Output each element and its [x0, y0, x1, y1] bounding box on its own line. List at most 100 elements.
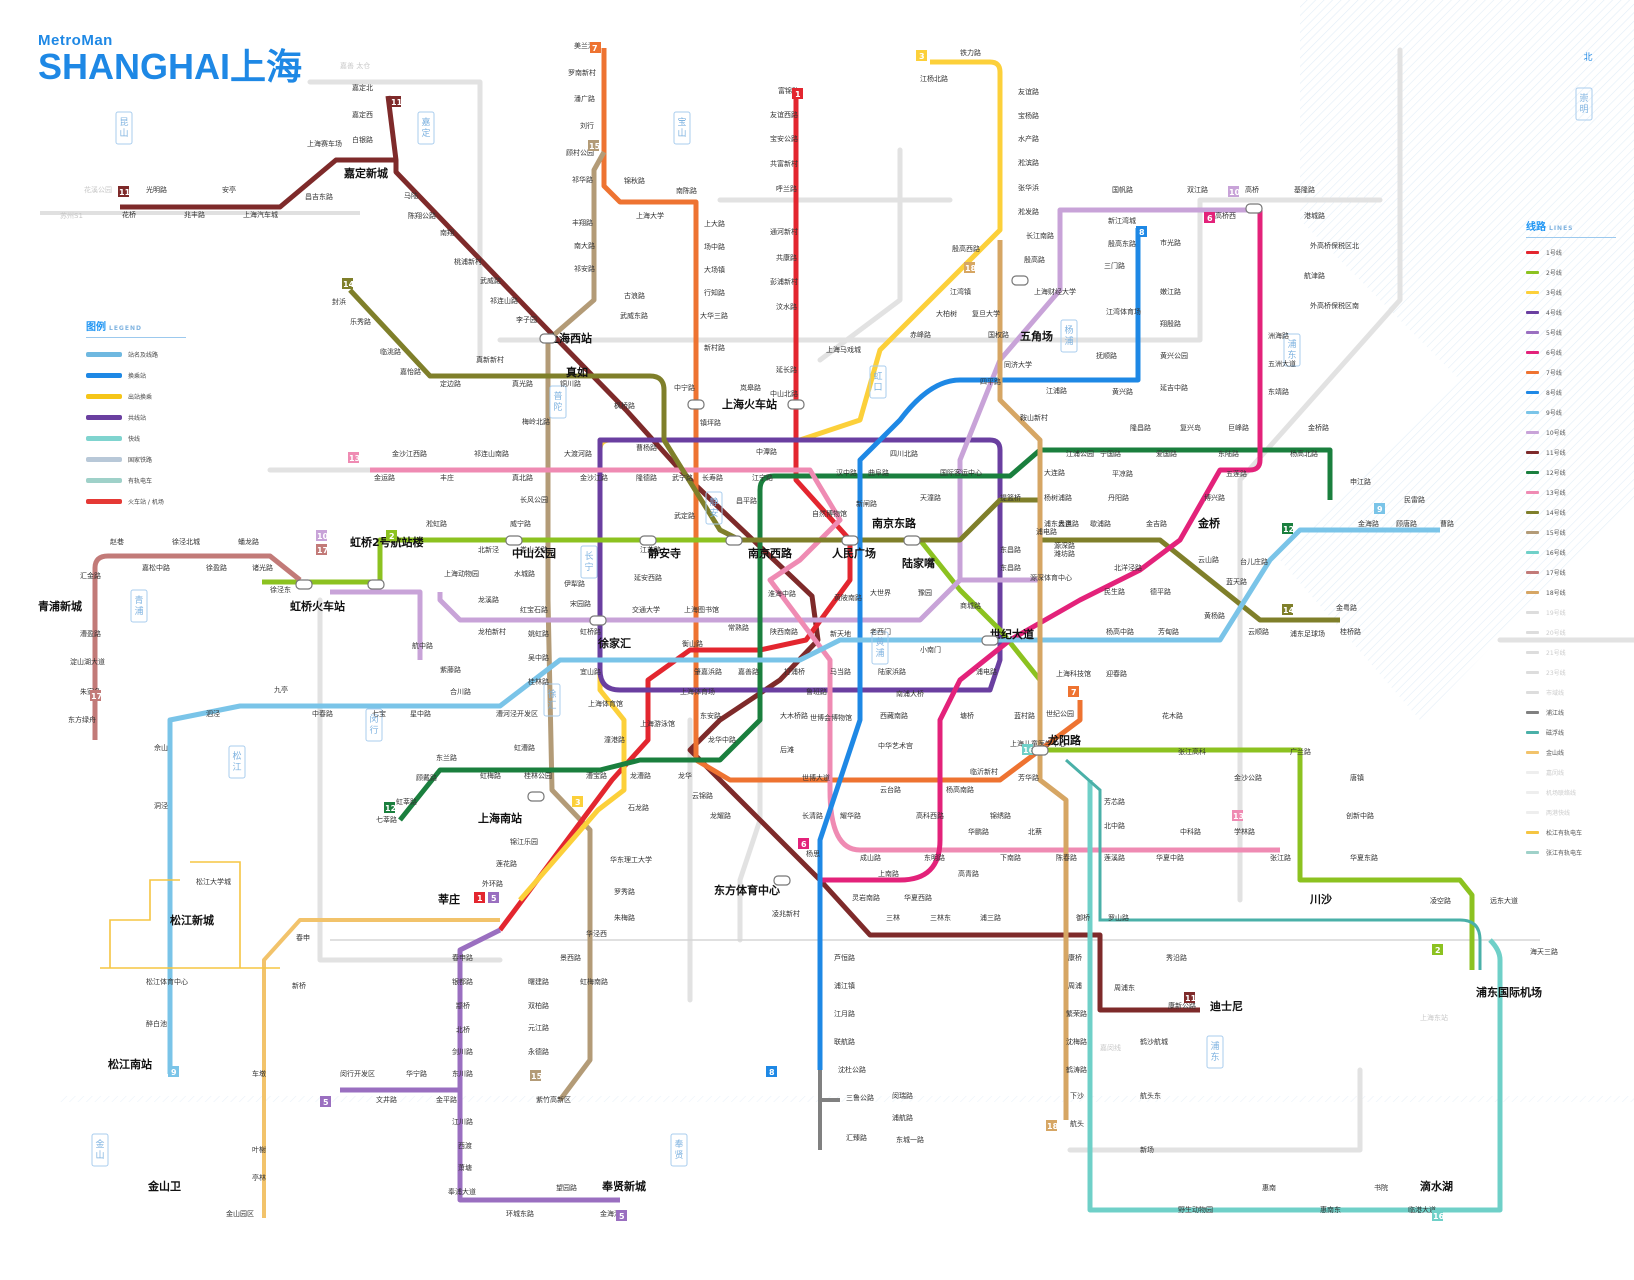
- line-legend-item[interactable]: 21号线: [1526, 642, 1616, 662]
- station-label[interactable]: 石龙路: [628, 803, 649, 812]
- station-label[interactable]: 梅岭北路: [522, 417, 550, 426]
- station-label[interactable]: 徐泾北城: [172, 537, 200, 546]
- station-label[interactable]: 镇坪路: [700, 418, 721, 427]
- station-label[interactable]: 天潼路: [920, 493, 941, 502]
- station-label[interactable]: 星中路: [410, 709, 431, 718]
- station-label[interactable]: 剑川路: [452, 1047, 473, 1056]
- station-label[interactable]: 康新公路: [1168, 1001, 1196, 1010]
- station-label[interactable]: 成山路: [860, 853, 881, 862]
- station-label[interactable]: 陈春路: [1056, 853, 1077, 862]
- line-legend-item[interactable]: 7号线: [1526, 362, 1616, 382]
- station-label[interactable]: 中春路: [312, 709, 333, 718]
- station-label[interactable]: 后滩: [780, 745, 794, 754]
- station-label[interactable]: 华夏东路: [1350, 853, 1378, 862]
- line-10[interactable]: [330, 207, 1250, 660]
- station-label[interactable]: 漕宝路: [586, 771, 607, 780]
- station-label[interactable]: 金桥路: [1308, 423, 1329, 432]
- station-label[interactable]: 桃浦新村: [454, 257, 482, 266]
- station-label[interactable]: 龙耀路: [710, 811, 731, 820]
- station-label[interactable]: 北新泾: [478, 545, 499, 554]
- station-label[interactable]: 永德路: [528, 1047, 549, 1056]
- station-label[interactable]: 武宁路: [672, 473, 693, 482]
- station-label[interactable]: 铜川路: [560, 379, 581, 388]
- station-label[interactable]: 行知路: [704, 288, 725, 297]
- station-label[interactable]: 德平路: [1150, 587, 1171, 596]
- station-label[interactable]: 金沙公路: [1234, 773, 1262, 782]
- station-label[interactable]: 宝杨路: [1018, 111, 1039, 120]
- station-label[interactable]: 环城东路: [506, 1209, 534, 1218]
- station-label[interactable]: 洞泾: [154, 801, 168, 810]
- station-label[interactable]: 五莲路: [1226, 469, 1247, 478]
- line-15[interactable]: [545, 150, 607, 1102]
- line-legend-item[interactable]: 机场联络线: [1526, 782, 1616, 802]
- line-legend-item[interactable]: 9号线: [1526, 402, 1616, 422]
- station-label[interactable]: 顾唐路: [1396, 519, 1417, 528]
- line-legend-item[interactable]: 14号线: [1526, 502, 1616, 522]
- station-label[interactable]: 望园路: [556, 1183, 577, 1192]
- station-label[interactable]: 老西门: [870, 627, 891, 636]
- station-label[interactable]: 东方绿舟: [68, 715, 96, 724]
- station-label[interactable]: 西藏南路: [880, 711, 908, 720]
- station-label[interactable]: 四平路: [980, 377, 1001, 386]
- station-label[interactable]: 大木桥路: [780, 711, 808, 720]
- station-label[interactable]: 嘉定西: [352, 110, 373, 119]
- station-label[interactable]: 复兴岛: [1180, 423, 1201, 432]
- station-label[interactable]: 上海动物园: [444, 569, 479, 578]
- major-station-label[interactable]: 中山公园: [512, 546, 556, 560]
- station-label[interactable]: 宁国路: [1100, 449, 1121, 458]
- station-label[interactable]: 延安西路: [634, 573, 662, 582]
- station-label[interactable]: 丹阳路: [1108, 493, 1129, 502]
- station-label[interactable]: 中山北路: [770, 389, 798, 398]
- station-label[interactable]: 友谊路: [1018, 87, 1039, 96]
- station-label[interactable]: 杨树浦路: [1044, 493, 1072, 502]
- major-station-label[interactable]: 金山卫: [147, 1179, 181, 1193]
- station-label[interactable]: 临港大道: [1408, 1205, 1436, 1214]
- station-label[interactable]: 大渡河路: [564, 449, 592, 458]
- station-label[interactable]: 诸光路: [252, 563, 273, 572]
- major-station-label[interactable]: 静安寺: [648, 546, 681, 560]
- station-label[interactable]: 衡山路: [682, 639, 703, 648]
- station-label[interactable]: 黄杨路: [1204, 611, 1225, 620]
- line-legend-item[interactable]: 15号线: [1526, 522, 1616, 542]
- station-label[interactable]: 高桥西: [1215, 211, 1236, 220]
- station-label[interactable]: 东安路: [700, 711, 721, 720]
- major-station-label[interactable]: 浦东国际机场: [1476, 985, 1542, 999]
- station-label[interactable]: 闵行开发区: [340, 1069, 375, 1078]
- station-label[interactable]: 东城一路: [896, 1135, 924, 1144]
- station-label[interactable]: 同济大学: [1004, 360, 1032, 369]
- station-label[interactable]: 马当路: [830, 667, 851, 676]
- station-label[interactable]: 安亭: [222, 185, 236, 194]
- station-label[interactable]: 三鲁公路: [846, 1093, 874, 1102]
- station-label[interactable]: 九亭: [274, 685, 288, 694]
- station-label[interactable]: 源深体育中心: [1030, 573, 1072, 582]
- station-label[interactable]: 顾戴路: [416, 773, 437, 782]
- station-label[interactable]: 鲁班路: [806, 687, 827, 696]
- station-label[interactable]: 云锦路: [692, 791, 713, 800]
- station-label[interactable]: 南翔: [440, 228, 454, 237]
- station-label[interactable]: 中华艺术宫: [878, 741, 913, 750]
- major-station-label[interactable]: 徐家汇: [597, 636, 631, 650]
- station-label[interactable]: 浦电路: [1036, 527, 1057, 536]
- station-label[interactable]: 亭林: [252, 1173, 266, 1182]
- line-legend-item[interactable]: 金山线: [1526, 742, 1616, 762]
- station-label[interactable]: 大柏树: [936, 309, 957, 318]
- station-label[interactable]: 云山路: [1198, 555, 1219, 564]
- station-label[interactable]: 航头东: [1140, 1091, 1161, 1100]
- line-legend-item[interactable]: 2号线: [1526, 262, 1616, 282]
- station-label[interactable]: 封浜: [332, 297, 346, 306]
- station-label[interactable]: 大世界: [870, 588, 891, 597]
- station-label[interactable]: 东川路: [452, 1069, 473, 1078]
- station-label[interactable]: 中科路: [1180, 827, 1201, 836]
- station-label[interactable]: 金沙江路: [580, 473, 608, 482]
- station-label[interactable]: 沈梅路: [1066, 1037, 1087, 1046]
- station-label[interactable]: 昌吉东路: [305, 192, 333, 201]
- station-label[interactable]: 华夏中路: [1156, 853, 1184, 862]
- line-legend-item[interactable]: 20号线: [1526, 622, 1616, 642]
- station-label[interactable]: 彭浦新村: [770, 277, 798, 286]
- station-label[interactable]: 巨峰路: [1228, 423, 1249, 432]
- station-label[interactable]: 萧塘: [458, 1163, 472, 1172]
- station-label[interactable]: 北蔡: [1028, 827, 1042, 836]
- station-label[interactable]: 大连路: [1044, 468, 1065, 477]
- station-label[interactable]: 金沙江西路: [392, 449, 427, 458]
- station-label[interactable]: 虹莘路: [396, 797, 417, 806]
